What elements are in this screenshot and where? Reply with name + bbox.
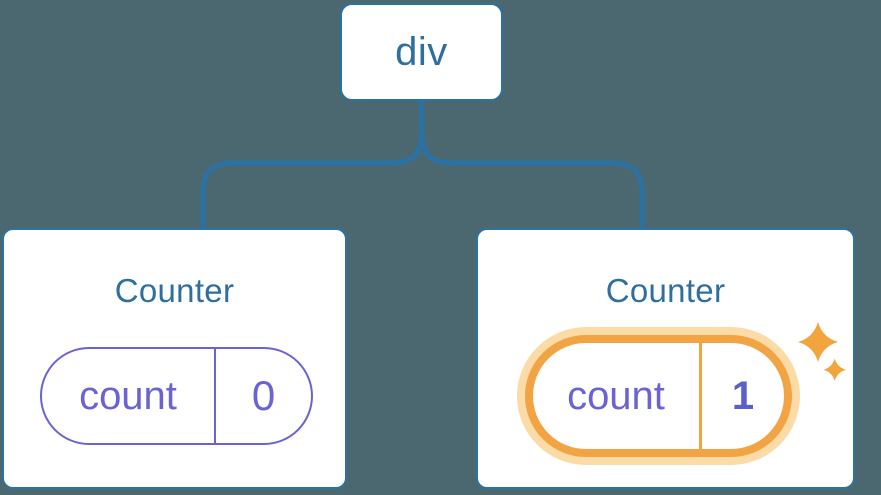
state-pill-highlighted: count 1 — [525, 335, 792, 457]
state-value-cell: 1 — [702, 343, 784, 449]
state-value-cell: 0 — [216, 349, 311, 443]
counter-card-left: Counter count 0 — [2, 228, 347, 489]
state-value-label: 0 — [251, 372, 276, 419]
root-node-div: div — [340, 3, 503, 101]
connector-right-branch — [419, 133, 645, 228]
root-node-label: div — [395, 29, 448, 74]
state-pill: count 0 — [40, 347, 313, 445]
counter-title: Counter — [114, 272, 235, 309]
state-key-label: count — [567, 373, 665, 418]
counter-card-right: Counter count 1 — [476, 228, 855, 489]
state-key-cell: count — [533, 343, 702, 449]
sparkles-icon — [798, 322, 846, 381]
counter-title: Counter — [605, 272, 726, 309]
state-key-cell: count — [42, 349, 216, 443]
state-value-label: 1 — [731, 373, 755, 418]
connector-left-branch — [200, 133, 424, 228]
state-key-label: count — [79, 373, 177, 418]
